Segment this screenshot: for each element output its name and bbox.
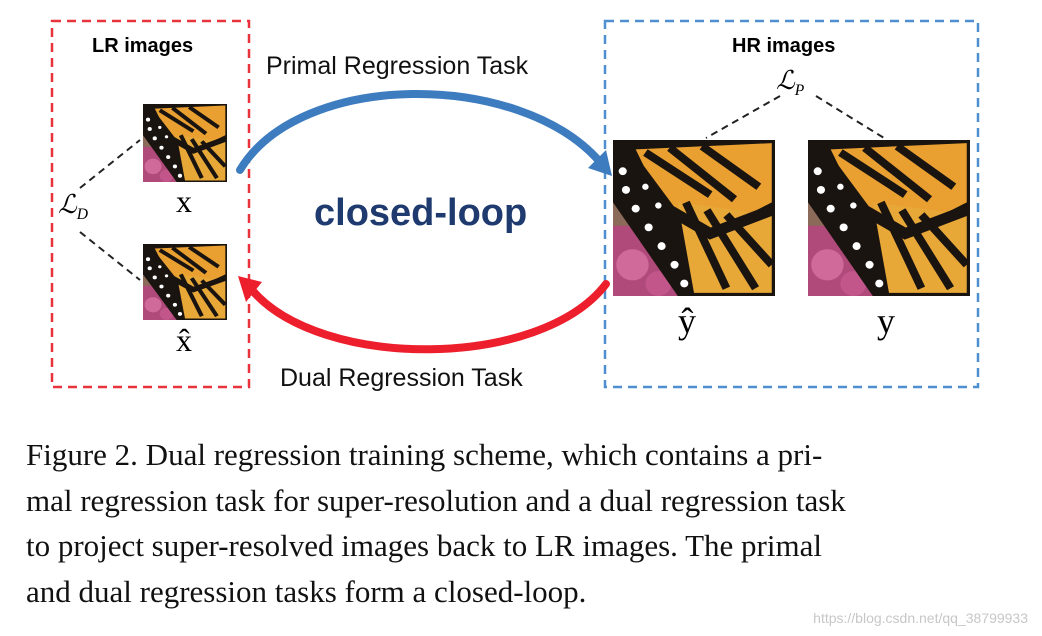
figure-caption: Figure 2. Dual regression training schem… (26, 432, 1016, 614)
watermark: https://blog.csdn.net/qq_38799933 (813, 610, 1028, 626)
hr-images-title: HR images (732, 35, 836, 57)
lr-images-box (50, 19, 251, 389)
loss-dual-connector-bottom (79, 231, 141, 281)
loss-primal-connector-right (815, 95, 885, 139)
primal-arrow (236, 90, 604, 174)
lr-input-label: x (176, 183, 192, 219)
primal-arrowhead (588, 150, 612, 176)
hr-super-resolved-image (613, 140, 775, 296)
hr-target-image (808, 140, 970, 296)
hr-super-resolved-label: ŷ (678, 301, 696, 341)
caption-line: and dual regression tasks form a closed-… (26, 573, 587, 609)
loss-primal-symbol: ℒP (776, 66, 805, 100)
primal-task-label: Primal Regression Task (266, 52, 529, 80)
figure-diagram (50, 19, 980, 389)
caption-line: to project super-resolved images back to… (26, 528, 822, 563)
dual-arrowhead (238, 276, 262, 302)
loss-primal-connector-left (705, 95, 781, 139)
lr-reconstructed-image (143, 244, 227, 320)
figure: LR images HR images Primal Regression Ta… (50, 19, 980, 392)
hr-images-box (603, 19, 980, 389)
hr-target-label: y (877, 301, 895, 341)
loss-dual-symbol: ℒD (58, 190, 88, 224)
lr-images-title: LR images (92, 35, 194, 57)
caption-line: Figure 2. Dual regression training schem… (26, 437, 823, 472)
caption-line: mal regression task for super-resolution… (26, 482, 846, 518)
loss-dual-connector-top (79, 139, 141, 189)
dual-task-label: Dual Regression Task (280, 364, 523, 392)
lr-reconstructed-label: x̂ (176, 322, 192, 358)
closed-loop-label: closed-loop (314, 192, 528, 234)
dual-arrow (248, 280, 610, 354)
lr-input-image (143, 104, 227, 182)
